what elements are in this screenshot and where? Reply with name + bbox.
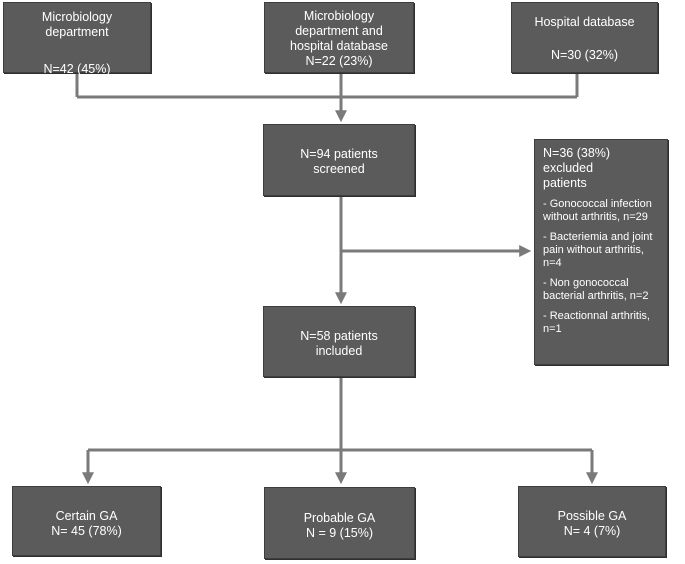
excluded-item: - Reactionnal arthritis, n=1 [543, 310, 650, 335]
outcome-certain-count: N= 45 (78%) [51, 524, 122, 538]
outcome-possible-box: Possible GA N= 4 (7%) [518, 486, 666, 557]
outcome-possible-label: Possible GA [557, 509, 627, 523]
outcome-probable-label: Probable GA [303, 511, 376, 525]
source-both-line: Microbiology [303, 9, 375, 23]
source-hospital-line: Hospital database [534, 15, 635, 29]
screened-line: N=94 patients [300, 147, 378, 161]
excluded-item: - Non gonococcal bacterial arthritis, n=… [543, 277, 649, 302]
source-microbiology-line: department [45, 25, 109, 39]
source-hospital-box: Hospital database N=30 (32%) [511, 2, 658, 73]
source-both-line: department and [295, 24, 383, 38]
source-both-count: N=22 (23%) [305, 54, 373, 68]
source-microbiology-count: N=42 (45%) [43, 62, 111, 76]
excluded-item: - Gonococcal infection without arthritis… [543, 198, 652, 223]
screened-box: N=94 patients screened [263, 124, 415, 196]
excluded-item: - Bacteriemia and joint pain without art… [543, 231, 653, 269]
source-microbiology-box: Microbiology department N=42 (45%) [3, 2, 151, 76]
included-line: N=58 patients [300, 329, 378, 343]
screened-line: screened [313, 162, 365, 176]
excluded-box: N=36 (38%) excluded patients - Gonococca… [534, 139, 668, 365]
excluded-title: N=36 (38%) excluded [543, 146, 611, 175]
outcome-probable-count: N = 9 (15%) [305, 526, 374, 540]
source-both-line: hospital database [290, 39, 388, 53]
outcome-certain-box: Certain GA N= 45 (78%) [12, 486, 161, 556]
source-microbiology-line: Microbiology [41, 10, 113, 24]
excluded-title: patients [543, 176, 587, 190]
outcome-possible-count: N= 4 (7%) [563, 524, 621, 538]
included-box: N=58 patients included [263, 306, 415, 377]
source-both-box: Microbiology department and hospital dat… [264, 2, 414, 73]
outcome-probable-box: Probable GA N = 9 (15%) [264, 487, 415, 559]
source-hospital-count: N=30 (32%) [550, 48, 619, 62]
outcome-certain-label: Certain GA [55, 509, 118, 523]
included-line: included [315, 344, 363, 358]
